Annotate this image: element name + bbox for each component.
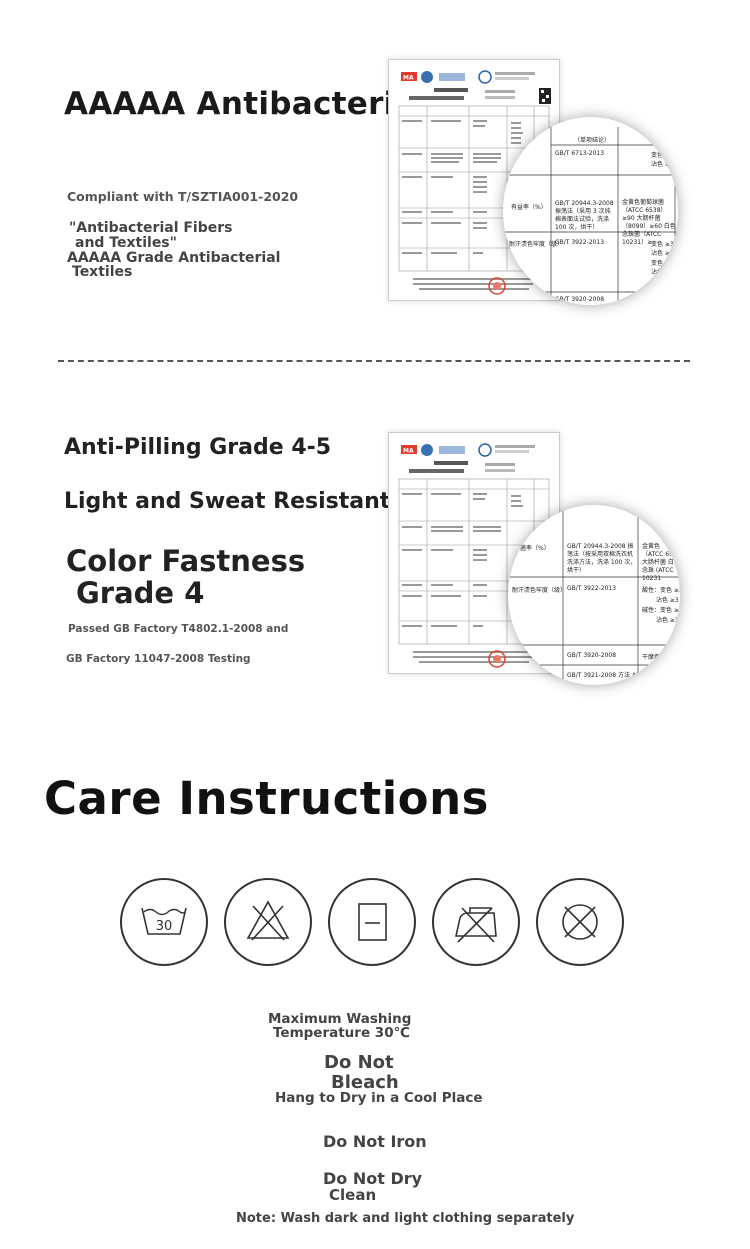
mag1-row3-std: GB/T 3922-2013 (555, 239, 605, 246)
section-divider (58, 360, 690, 362)
mag1-row1-res2: 沾色 ≥3 (651, 161, 674, 168)
passed-line-2: GB Factory 11047-2008 Testing (66, 653, 251, 665)
mag1-row2-res: 金黄色葡萄球菌（ATCC 6538）≥90 大肠杆菌（8099）≥60 白色念珠… (622, 199, 676, 246)
mag2-row2-item: 耐汗渍色牢度（级） (512, 587, 567, 594)
mag2-row3-std: GB/T 3920-2008 (567, 652, 617, 659)
quote-line-1: "Antibacterial Fibers (69, 220, 233, 236)
mag1-row2-item: 有益率（%） (511, 204, 547, 211)
mag1-row1-std: GB/T 6713-2013 (555, 150, 605, 157)
max-wash-line-1: Maximum Washing (268, 1011, 412, 1027)
no-bleach-line-1: Do Not (324, 1052, 394, 1073)
wash-separately-note: Note: Wash dark and light clothing separ… (236, 1211, 575, 1226)
light-sweat-text: Light and Sweat Resistant (64, 489, 391, 514)
mag2-row3-res: 干摩擦 (642, 654, 661, 661)
mag2-row1-res: 金黄色（ATCC 653 大肠杆菌 白色念珠 (ATCC 10231 (642, 543, 680, 582)
color-fastness-line-1: Color Fastness (66, 544, 306, 578)
hang-dry-circle (328, 878, 416, 966)
max-wash-line-2: Temperature 30℃ (273, 1025, 410, 1041)
grade-line-1: AAAAA Grade Antibacterial (67, 250, 281, 266)
mag1-row1-res1: 变色 ≥3 (651, 152, 674, 159)
do-not-iron-icon (455, 907, 497, 943)
quote-line-2: and Textiles" (75, 235, 177, 251)
no-dry-clean-line-1: Do Not Dry (323, 1169, 423, 1188)
report-magnifier-1: （单项结论） GB/T 6713-2013 变色 ≥3 沾色 ≥3 有益率（%）… (503, 117, 678, 305)
svg-text:MA: MA (403, 448, 414, 455)
mag2-row2-res2: 沾色 ≥3 (656, 597, 679, 604)
mag2-row1-item: 菌率（%） (520, 545, 550, 552)
wash-30-icon (141, 907, 187, 935)
hang-dry-icon (358, 903, 387, 941)
mag1-row3-item: 耐汗渍色牢度（级） (509, 241, 564, 248)
do-not-dry-clean-icon (562, 904, 598, 940)
hang-dry-text: Hang to Dry in a Cool Place (275, 1090, 483, 1106)
mag2-row2-res1: 酸性：变色 ≥3 (642, 587, 680, 594)
mag2-row4-std: GB/T 3921-2008 方法 A(1) (567, 672, 645, 679)
mag1-row2-std: GB/T 20944.3-2008 振荡法（采用 3 次纯棉表面法试验，洗涤 1… (555, 200, 614, 231)
no-bleach-line-2: Bleach (331, 1072, 399, 1093)
wash-temp-label: 30 (155, 919, 173, 934)
no-dry-clean-line-2: Clean (329, 1186, 377, 1204)
wash-30-circle: 30 (120, 878, 208, 966)
svg-text:MA: MA (403, 75, 414, 82)
mag1-row3-res1: 变色 ≥3 (651, 241, 674, 248)
compliance-text: Compliant with T/SZTIA001-2020 (67, 189, 299, 204)
mag1-row3-res2: 沾色 ≥3 (651, 250, 674, 257)
anti-pilling-text: Anti-Pilling Grade 4-5 (64, 435, 332, 460)
report-magnifier-2: 菌率（%） GB/T 20944.3-2008 振荡法（按采用双棉洗衣机洗涤方法… (508, 505, 680, 685)
care-instructions-title: Care Instructions (44, 772, 489, 825)
mag2-row2-std: GB/T 3922-2013 (567, 585, 617, 592)
no-iron-text: Do Not Iron (323, 1132, 427, 1151)
do-not-dry-clean-circle (536, 878, 624, 966)
mag1-row3-res4: 沾色 ≥3 (651, 269, 674, 276)
passed-line-1: Passed GB Factory T4802.1-2008 and (68, 623, 289, 635)
antibacterial-title: AAAAA Antibacterial (64, 86, 427, 122)
mag1-header: （单项结论） (574, 137, 611, 144)
color-fastness-line-2: Grade 4 (76, 576, 205, 610)
mag1-row3-res3: 变色 ≥3 (651, 260, 674, 267)
do-not-bleach-icon (246, 900, 290, 941)
do-not-iron-circle (432, 878, 520, 966)
grade-line-2: Textiles (72, 264, 133, 280)
mag2-row2-res3: 碱性：变色 ≥3 (642, 607, 680, 614)
mag1-row4-std: GB/T 3920-2008 (555, 296, 605, 303)
do-not-bleach-circle (224, 878, 312, 966)
mag2-row1-std: GB/T 20944.3-2008 振荡法（按采用双棉洗衣机洗涤方法，洗涤 10… (567, 543, 637, 574)
mag2-row2-res4: 沾色 ≥3 (656, 617, 679, 624)
